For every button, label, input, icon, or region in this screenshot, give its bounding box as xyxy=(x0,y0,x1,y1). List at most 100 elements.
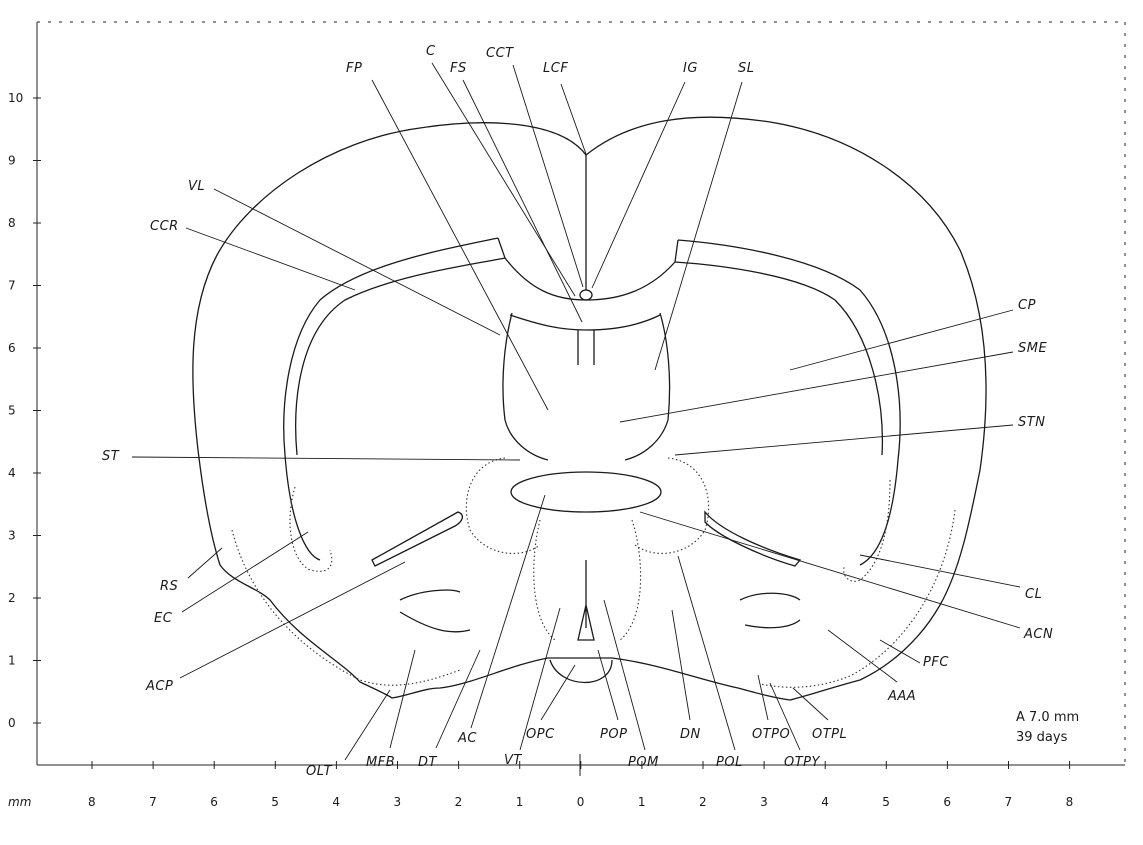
y-tick-label: 5 xyxy=(8,404,16,418)
x-tick-label: 2 xyxy=(699,795,707,809)
label-stn: STN xyxy=(1018,415,1045,430)
x-tick-label: 3 xyxy=(394,795,402,809)
right-ventricle-inner xyxy=(674,239,884,456)
leader-sl xyxy=(654,81,743,371)
right-ac-posterior xyxy=(704,510,802,567)
leader-cct xyxy=(512,64,584,288)
label-pom: POM xyxy=(628,755,659,770)
leader-stn xyxy=(674,424,1014,456)
x-tick-label: 5 xyxy=(271,795,279,809)
label-otpy: OTPY xyxy=(784,755,821,770)
leader-rs xyxy=(187,547,223,579)
label-sme: SME xyxy=(1018,341,1047,356)
leader-cp xyxy=(789,309,1014,371)
x-tick-label: 3 xyxy=(760,795,768,809)
x-tick-label: 1 xyxy=(638,795,646,809)
left-ac-posterior xyxy=(371,511,464,567)
third-ventricle xyxy=(577,560,595,641)
septum-left xyxy=(502,312,549,461)
leader-vl xyxy=(213,188,501,336)
leader-vt xyxy=(519,607,561,751)
basal-band-right xyxy=(759,509,956,688)
leader-dt xyxy=(435,649,481,749)
leader-cl xyxy=(859,554,1021,588)
x-tick-label: 8 xyxy=(88,795,96,809)
leader-pop xyxy=(597,649,619,721)
y-tick-label: 2 xyxy=(8,591,16,605)
units-label: mm xyxy=(8,795,31,809)
anterior-commissure-body xyxy=(510,471,662,513)
section-age-label: 39 days xyxy=(1016,730,1068,745)
label-otpl: OTPL xyxy=(812,727,847,742)
y-tick-label: 7 xyxy=(8,279,16,293)
leader-fp xyxy=(371,79,549,411)
label-opc: OPC xyxy=(526,727,555,742)
label-otpo: OTPO xyxy=(752,727,790,742)
rs-dotted xyxy=(289,486,333,572)
leader-mfb xyxy=(389,649,416,749)
leader-acn xyxy=(639,511,1021,629)
left-mfb-arc xyxy=(399,589,471,633)
label-ig: IG xyxy=(683,61,698,76)
label-cp: CP xyxy=(1018,298,1036,313)
y-tick-label: 6 xyxy=(8,341,16,355)
cl-dotted xyxy=(843,479,891,582)
x-tick-label: 0 xyxy=(577,795,585,809)
y-tick-label: 10 xyxy=(8,91,23,105)
label-fs: FS xyxy=(450,61,467,76)
dotted-nuclei xyxy=(231,457,956,688)
leader-st xyxy=(131,456,521,461)
leader-pom xyxy=(603,599,646,751)
leader-otpo xyxy=(757,674,769,721)
y-tick-label: 1 xyxy=(8,654,16,668)
x-tick-label: 6 xyxy=(210,795,218,809)
label-vl: VL xyxy=(188,179,205,194)
leader-pfc xyxy=(879,639,921,664)
x-tick-label: 7 xyxy=(149,795,157,809)
structure-labels: FP C FS CCT LCF IG SL VL CCR CP SME STN … xyxy=(102,44,1053,779)
preoptic-dotted xyxy=(533,519,642,641)
left-ventricle-inner xyxy=(295,237,506,456)
label-mfb: MFB xyxy=(366,755,395,770)
label-ccr: CCR xyxy=(150,219,179,234)
label-pfc: PFC xyxy=(923,655,949,670)
label-c: C xyxy=(426,44,436,59)
x-tick-label: 1 xyxy=(516,795,524,809)
outer-contour xyxy=(192,116,987,701)
right-ventricle-outline xyxy=(677,239,901,566)
label-acn: ACN xyxy=(1023,627,1053,642)
left-striatum-dotted xyxy=(465,457,541,554)
x-tick-label: 8 xyxy=(1066,795,1074,809)
y-tick-label: 0 xyxy=(8,716,16,730)
y-tick-label: 4 xyxy=(8,466,16,480)
leader-pol xyxy=(677,555,736,751)
label-sl: SL xyxy=(738,61,755,76)
x-tick-label: 4 xyxy=(821,795,829,809)
label-fp: FP xyxy=(346,61,362,76)
label-ac: AC xyxy=(457,731,477,746)
label-olt: OLT xyxy=(306,764,333,779)
leader-lines xyxy=(131,62,1021,761)
label-dt: DT xyxy=(418,755,438,770)
right-striatum-dotted xyxy=(634,457,710,554)
x-tick-label: 4 xyxy=(332,795,340,809)
label-ec: EC xyxy=(154,611,173,626)
leader-ec xyxy=(181,531,309,613)
leader-ac xyxy=(470,494,546,729)
basal-band-left xyxy=(231,529,461,686)
leader-dn xyxy=(671,609,691,721)
x-tick-label: 7 xyxy=(1005,795,1013,809)
y-tick-label: 8 xyxy=(8,216,16,230)
leader-fs xyxy=(462,79,583,323)
leader-lcf xyxy=(560,83,587,155)
label-pop: POP xyxy=(600,727,627,742)
septum-mid xyxy=(577,330,595,365)
leader-sme xyxy=(619,351,1014,423)
optic-chiasm xyxy=(549,659,613,683)
label-cl: CL xyxy=(1025,587,1042,602)
label-dn: DN xyxy=(680,727,701,742)
leader-ccr xyxy=(185,227,356,291)
